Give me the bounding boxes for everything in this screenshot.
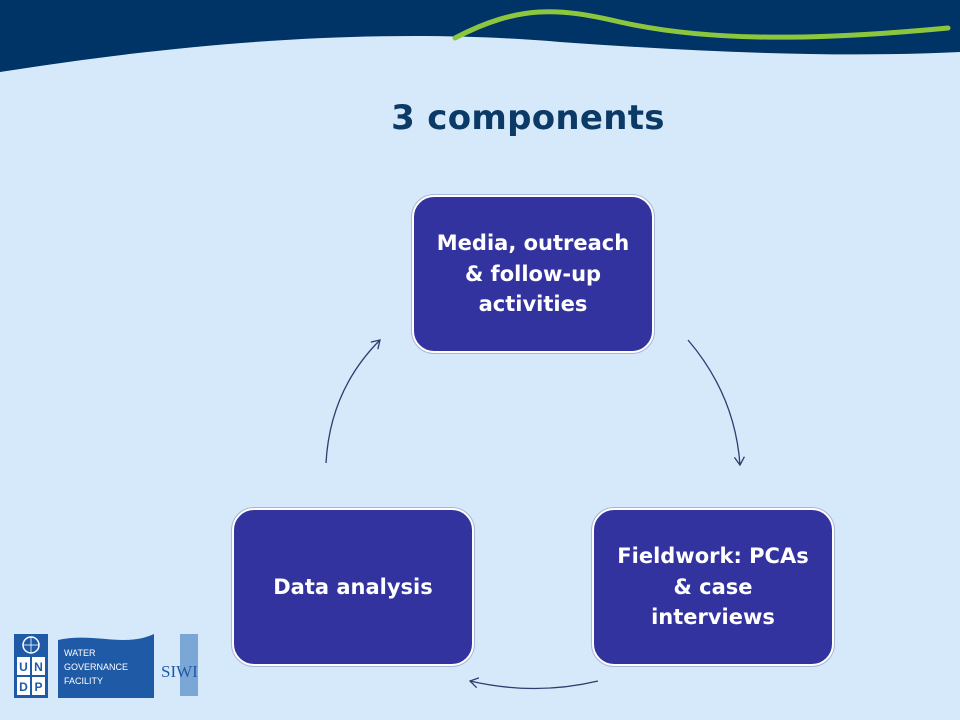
arrow-media-to-fieldwork [687, 339, 745, 467]
partner-logos: U N D P WATER GOVERNANCE FACILITY SIWI [14, 634, 198, 698]
page-title: 3 components [391, 98, 665, 138]
svg-text:WATER: WATER [64, 648, 96, 658]
node-media-outreach-label: Media, outreach & follow-up activities [436, 231, 630, 317]
svg-text:GOVERNANCE: GOVERNANCE [64, 662, 128, 672]
node-fieldwork-label: Fieldwork: PCAs & case interviews [617, 544, 809, 630]
svg-text:D: D [19, 680, 28, 694]
svg-text:FACILITY: FACILITY [64, 676, 103, 686]
svg-text:SIWI: SIWI [161, 662, 198, 681]
node-media-outreach: Media, outreach & follow-up activities [412, 195, 654, 353]
green-swoosh [452, 9, 951, 41]
svg-text:N: N [34, 660, 43, 674]
arrow-analysis-to-media [325, 339, 381, 464]
header-band [0, 0, 960, 72]
node-fieldwork: Fieldwork: PCAs & case interviews [592, 508, 834, 666]
undp-logo: U N D P [14, 634, 48, 698]
svg-text:U: U [19, 660, 28, 674]
node-data-analysis-label: Data analysis [273, 574, 433, 599]
node-data-analysis: Data analysis [232, 508, 474, 666]
arrow-fieldwork-to-analysis [468, 677, 599, 690]
svg-text:P: P [34, 680, 42, 694]
wgf-logo: WATER GOVERNANCE FACILITY [58, 634, 154, 698]
siwi-logo: SIWI [161, 634, 198, 696]
